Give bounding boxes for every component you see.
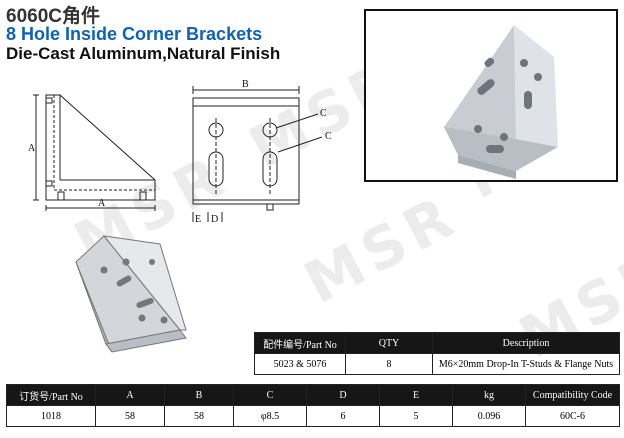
front-view-outline bbox=[192, 97, 300, 205]
spec-header-d: D bbox=[306, 384, 380, 406]
spec-cell-c: φ8.5 bbox=[233, 405, 307, 427]
product-photo bbox=[364, 9, 618, 182]
spec-cell-part-no: 1018 bbox=[6, 405, 96, 427]
spec-cell-e: 5 bbox=[379, 405, 453, 427]
part-table-cell-part: 5023 & 5076 bbox=[254, 353, 346, 375]
material-subtitle: Die-Cast Aluminum,Natural Finish bbox=[6, 44, 281, 63]
model-title: 6060C角件 bbox=[6, 6, 100, 27]
dim-label-c-bottom: C bbox=[325, 131, 332, 142]
spec-table-row: 1018 58 58 φ8.5 6 5 0.096 60C-6 bbox=[6, 405, 620, 427]
spec-cell-kg: 0.096 bbox=[452, 405, 526, 427]
bracket-photo-illustration bbox=[444, 25, 558, 179]
part-table-header-qty: QTY bbox=[345, 332, 433, 354]
part-table-row: 5023 & 5076 8 M6×20mm Drop-In T-Studs & … bbox=[254, 353, 620, 375]
spec-header-a: A bbox=[95, 384, 165, 406]
dim-label-c-top: C bbox=[320, 108, 327, 119]
dim-label-a: A bbox=[28, 143, 36, 154]
bracket-isometric-illustration bbox=[75, 235, 187, 353]
spec-header-part-no: 订货号/Part No bbox=[6, 384, 96, 406]
spec-header-compatibility: Compatibility Code bbox=[525, 384, 620, 406]
spec-cell-compatibility: 60C-6 bbox=[525, 405, 620, 427]
spec-cell-b: 58 bbox=[164, 405, 234, 427]
product-name: 8 Hole Inside Corner Brackets bbox=[6, 24, 263, 44]
spec-header-kg: kg bbox=[452, 384, 526, 406]
spec-header-b: B bbox=[164, 384, 234, 406]
spec-table: 订货号/Part No A B C D E kg Compatibility C… bbox=[6, 384, 620, 427]
part-table: 配件编号/Part No QTY Description 5023 & 5076… bbox=[254, 332, 620, 375]
part-table-header-description: Description bbox=[432, 332, 620, 354]
spec-table-header: 订货号/Part No A B C D E kg Compatibility C… bbox=[6, 384, 620, 406]
spec-header-c: C bbox=[233, 384, 307, 406]
part-table-header-part: 配件编号/Part No bbox=[254, 332, 346, 354]
dim-label-d: D bbox=[211, 214, 218, 225]
dim-label-b: B bbox=[242, 79, 249, 90]
spec-cell-a: 58 bbox=[95, 405, 165, 427]
part-table-cell-description: M6×20mm Drop-In T-Studs & Flange Nuts bbox=[432, 353, 620, 375]
spec-cell-d: 6 bbox=[306, 405, 380, 427]
part-table-cell-qty: 8 bbox=[345, 353, 433, 375]
dim-label-a-bottom: A bbox=[98, 198, 106, 209]
side-view-outline bbox=[45, 94, 156, 201]
part-table-header: 配件编号/Part No QTY Description bbox=[254, 332, 620, 354]
spec-header-e: E bbox=[379, 384, 453, 406]
dim-label-e: E bbox=[195, 214, 201, 225]
